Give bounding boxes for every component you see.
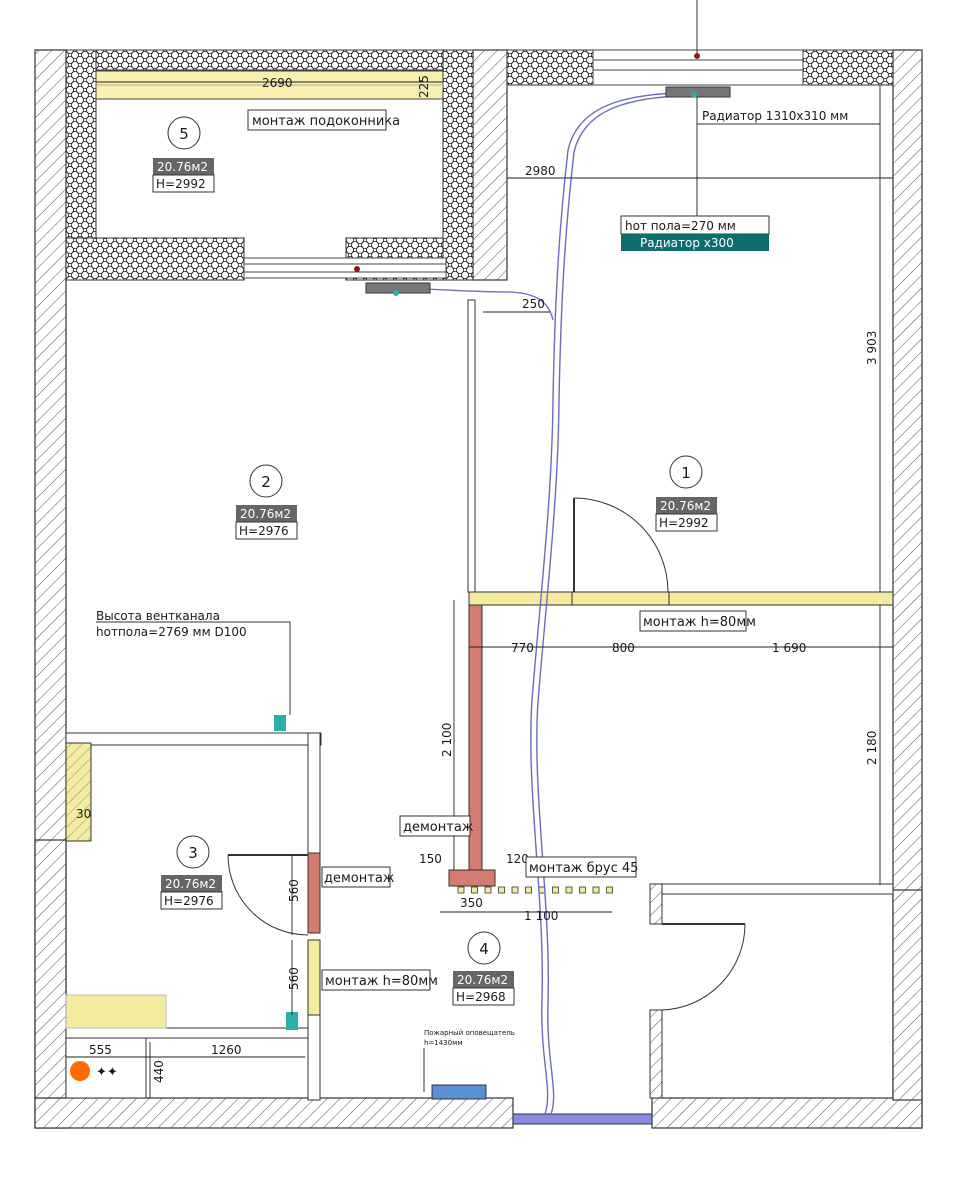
note-install-h80-top: монтаж h=80мм bbox=[639, 610, 756, 632]
dim-120: 120 bbox=[506, 852, 529, 866]
room-height-2: H=2976 bbox=[239, 524, 289, 538]
dim-2180: 2 180 bbox=[865, 731, 879, 765]
beam-square bbox=[579, 886, 586, 894]
radiator-height-label: hот пола=270 мм bbox=[625, 219, 736, 233]
install-h80-top-label: монтаж h=80мм bbox=[643, 615, 756, 630]
beam-square bbox=[471, 886, 478, 894]
beam-square bbox=[457, 886, 465, 894]
vent-title-label: Высота вентканала bbox=[96, 609, 220, 623]
room-number-3: 3 bbox=[188, 844, 198, 862]
room-number-1: 1 bbox=[681, 464, 691, 482]
dim-2980: 2980 bbox=[525, 164, 556, 178]
dim-770: 770 bbox=[511, 641, 534, 655]
room-height-4: H=2968 bbox=[456, 990, 506, 1004]
room-tag-4: 4 20.76м2 H=2968 bbox=[452, 931, 515, 1006]
dim-1260: 1260 bbox=[211, 1043, 242, 1057]
leader-lines bbox=[96, 0, 880, 1092]
room-height-1: H=2992 bbox=[659, 516, 709, 530]
dim-800: 800 bbox=[612, 641, 635, 655]
dim-1100: 1 100 bbox=[524, 909, 558, 923]
svg-text:✦✦: ✦✦ bbox=[96, 1065, 118, 1080]
room-tag-1: 1 20.76м2 H=2992 bbox=[655, 455, 718, 532]
beam-square bbox=[606, 886, 613, 894]
vent-height-label: hотпола=2769 мм D100 bbox=[96, 625, 247, 639]
dim-2690: 2690 bbox=[262, 76, 293, 90]
dim-150: 150 bbox=[419, 852, 442, 866]
room-area-1: 20.76м2 bbox=[660, 499, 711, 513]
dim-30: 30 bbox=[76, 807, 91, 821]
dimension-labels: 2690 225 2980 250 3 903 770 800 1 690 2 … bbox=[76, 75, 879, 1083]
window-room2 bbox=[243, 257, 447, 279]
radiator-size-label: Радиатор 1310х310 мм bbox=[702, 109, 848, 123]
beam-square bbox=[525, 886, 532, 894]
demolish-right-label: демонтаж bbox=[324, 871, 395, 886]
smoke-detector-icon bbox=[431, 1084, 487, 1100]
beam-square bbox=[565, 886, 573, 894]
boiler-icon: ✦✦ bbox=[70, 1061, 118, 1081]
beam-square bbox=[484, 886, 492, 894]
dim-555: 555 bbox=[89, 1043, 112, 1057]
dim-225: 225 bbox=[417, 75, 431, 98]
dim-250: 250 bbox=[522, 297, 545, 311]
beam-square bbox=[552, 886, 559, 894]
beam-label: монтаж брус 45 bbox=[529, 861, 638, 876]
note-install-h80-bottom: монтаж h=80мм bbox=[321, 969, 438, 991]
partitions bbox=[65, 299, 894, 1125]
room-tag-3: 3 20.76м2 H=2976 bbox=[160, 835, 223, 910]
dim-350: 350 bbox=[460, 896, 483, 910]
radiator-room2 bbox=[354, 266, 431, 296]
dim-2100: 2 100 bbox=[440, 723, 454, 757]
window-top-left bbox=[95, 70, 444, 100]
note-demolish-left: демонтаж bbox=[399, 815, 474, 837]
room-number-5: 5 bbox=[179, 125, 189, 143]
room-area-4: 20.76м2 bbox=[457, 973, 508, 987]
room-number-4: 4 bbox=[479, 940, 489, 958]
note-beam: монтаж брус 45 bbox=[525, 856, 638, 878]
smoke-height-label: h=1430мм bbox=[424, 1039, 463, 1047]
room-tag-5: 5 20.76м2 H=2992 bbox=[152, 116, 215, 193]
beam-markers bbox=[457, 886, 613, 894]
note-windowsill: монтаж подоконника bbox=[247, 109, 400, 131]
beam-square bbox=[592, 886, 600, 894]
vent-duct-icon bbox=[274, 715, 286, 731]
room-height-5: H=2992 bbox=[156, 177, 206, 191]
radiator-room1 bbox=[665, 53, 731, 98]
room-area-3: 20.76м2 bbox=[165, 877, 216, 891]
dim-560a: 560 bbox=[287, 879, 301, 902]
door-entrance bbox=[661, 923, 746, 1011]
beam-square bbox=[498, 886, 505, 894]
room-area-2: 20.76м2 bbox=[240, 507, 291, 521]
room-area-5: 20.76м2 bbox=[157, 160, 208, 174]
radiator-tag-label: Радиатор х300 bbox=[640, 236, 734, 250]
beam-square bbox=[511, 886, 519, 894]
dim-440: 440 bbox=[152, 1060, 166, 1083]
dim-3903: 3 903 bbox=[865, 331, 879, 365]
dim-1690: 1 690 bbox=[772, 641, 806, 655]
door-room1 bbox=[573, 497, 669, 593]
demolish-left-label: демонтаж bbox=[403, 820, 474, 835]
vent-duct-2-icon bbox=[286, 1012, 298, 1030]
insulated-walls bbox=[65, 49, 894, 281]
note-demolish-right: демонтаж bbox=[321, 866, 395, 888]
windowsill-label: монтаж подоконника bbox=[252, 114, 400, 129]
dim-560b: 560 bbox=[287, 967, 301, 990]
smoke-detector-label: Пожарный оповещатель bbox=[424, 1029, 515, 1037]
room-height-3: H=2976 bbox=[164, 894, 214, 908]
exterior-walls bbox=[34, 49, 923, 1129]
install-h80-bottom-label: монтаж h=80мм bbox=[325, 974, 438, 989]
room-number-2: 2 bbox=[261, 473, 271, 491]
note-radiator: hот пола=270 мм Радиатор х300 bbox=[620, 215, 770, 251]
room-tag-2: 2 20.76м2 H=2976 bbox=[235, 464, 298, 540]
